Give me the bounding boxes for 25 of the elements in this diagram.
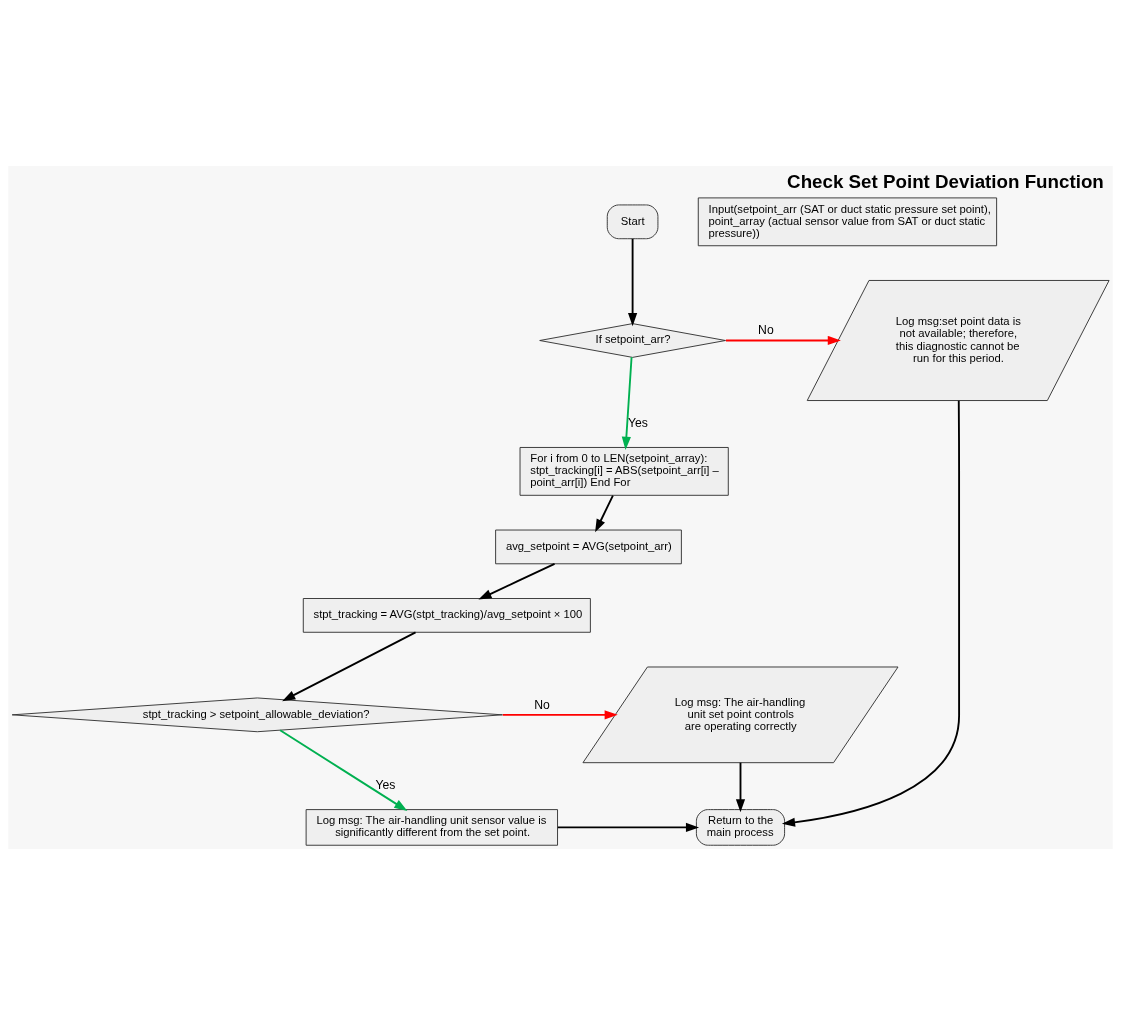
arrow xyxy=(621,355,633,450)
arrow xyxy=(781,399,961,827)
node-box: stpt_tracking = AVG(stpt_tracking)/avg_setpoint × 100 xyxy=(302,597,591,633)
node-box: Input(setpoint_arr (SAT or duct static pressure set point), point_array (actual sensor value from SAT or duct static pressure)) xyxy=(697,196,998,246)
node-box: Start xyxy=(606,203,659,239)
node-box: avg_setpoint = AVG(setpoint_arr) xyxy=(495,529,682,564)
arrow xyxy=(556,822,700,832)
diagram-title: Check Set Point Deviation Function xyxy=(787,170,1104,192)
edge-label: No xyxy=(758,322,774,337)
arrow xyxy=(478,562,556,600)
arrow xyxy=(735,761,746,812)
arrow xyxy=(501,709,618,719)
node-diamond: If setpoint_arr? xyxy=(539,322,726,358)
node-diamond: stpt_tracking > setpoint_allowable_deviation? xyxy=(11,697,503,732)
arrow xyxy=(724,335,841,345)
edge-label: Yes xyxy=(627,415,648,430)
arrow xyxy=(279,728,408,811)
arrow xyxy=(282,631,417,701)
node-box: Return to the main process xyxy=(695,808,786,846)
arrow xyxy=(595,494,614,532)
node-box: Log msg: The air-handling unit sensor value is significantly different from the set point. xyxy=(305,808,558,846)
edge-label: Yes xyxy=(375,777,396,792)
node-box: For i from 0 to LEN(setpoint_array): stpt_tracking[i] = ABS(setpoint_arr[i] – point_arr[i]) End For xyxy=(519,446,729,496)
arrow xyxy=(628,237,638,326)
edge-label: No xyxy=(534,697,550,712)
